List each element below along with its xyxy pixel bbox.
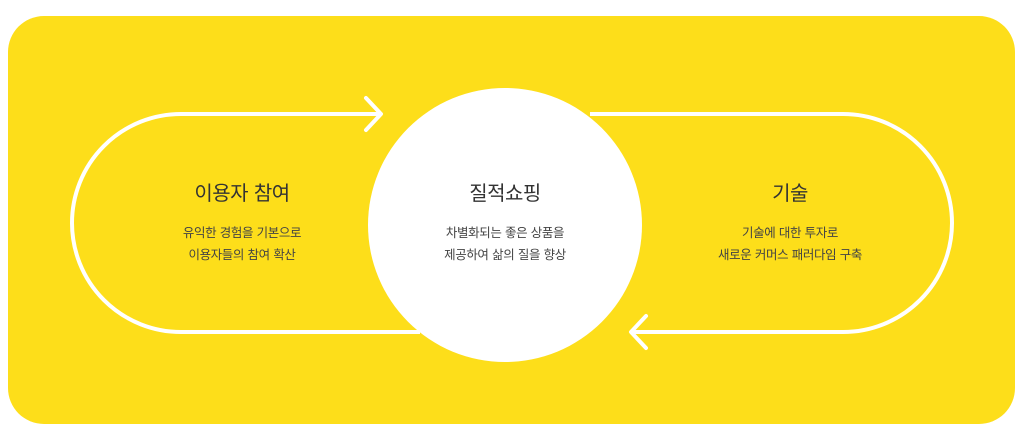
left-title: 이용자 참여 (194, 181, 290, 205)
center-circle (368, 88, 642, 362)
center-line-1: 차별화되는 좋은 상품을 (445, 225, 565, 240)
left-block: 이용자 참여 유익한 경험을 기본으로 이용자들의 참여 확산 (112, 180, 372, 266)
right-line-1: 기술에 대한 투자로 (742, 225, 838, 240)
center-line-2: 제공하여 삶의 질을 향상 (444, 247, 566, 262)
center-title: 질적쇼핑 (469, 181, 541, 205)
right-block: 기술 기술에 대한 투자로 새로운 커머스 패러다임 구축 (660, 180, 920, 266)
right-title: 기술 (772, 181, 808, 205)
left-loop (70, 112, 420, 334)
left-line-1: 유익한 경험을 기본으로 (182, 225, 302, 240)
right-loop (590, 112, 954, 334)
center-block: 질적쇼핑 차별화되는 좋은 상품을 제공하여 삶의 질을 향상 (375, 180, 635, 266)
arrow-left-icon (629, 314, 648, 350)
right-line-2: 새로운 커머스 패러다임 구축 (718, 247, 862, 262)
arrow-right-icon (364, 96, 383, 132)
left-line-2: 이용자들의 참여 확산 (188, 247, 296, 262)
